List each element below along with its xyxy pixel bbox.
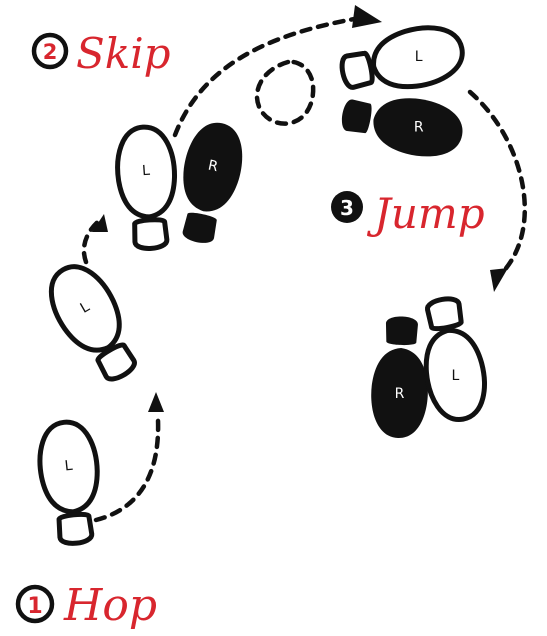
footprint-left-hop: L bbox=[36, 419, 105, 546]
path-hop-to-step2 bbox=[96, 420, 158, 520]
path-arrows bbox=[84, 18, 525, 520]
step-label-skip: 2 Skip bbox=[34, 29, 171, 78]
step-name: Hop bbox=[63, 580, 157, 631]
step-number: 1 bbox=[27, 594, 42, 619]
footprint-left-step: L bbox=[38, 256, 148, 390]
step-label-hop: 1 Hop bbox=[18, 580, 157, 631]
foot-letter: R bbox=[395, 386, 405, 402]
step-number: 2 bbox=[43, 40, 58, 64]
foot-letter: L bbox=[452, 368, 460, 384]
footprint-right-skip: R bbox=[169, 117, 250, 248]
step-name: Skip bbox=[76, 29, 171, 78]
path-skip-loop bbox=[257, 62, 313, 124]
step-name: Jump bbox=[366, 189, 485, 238]
foot-letter: L bbox=[415, 49, 423, 65]
footprint-right-top: R bbox=[338, 86, 467, 163]
path-to-jump bbox=[470, 92, 525, 275]
step-label-jump: 3 Jump bbox=[331, 189, 485, 238]
arrowhead-up-1 bbox=[148, 392, 164, 412]
arrowhead-down bbox=[490, 268, 508, 292]
footprint-left-top: L bbox=[337, 20, 468, 101]
footprint-right-jump: R bbox=[370, 316, 431, 439]
foot-letter: L bbox=[142, 163, 151, 180]
foot-letter: R bbox=[414, 119, 424, 135]
step-number: 3 bbox=[340, 196, 354, 220]
footprint-left-skip: L bbox=[115, 125, 180, 250]
arrowhead-right bbox=[352, 5, 382, 28]
